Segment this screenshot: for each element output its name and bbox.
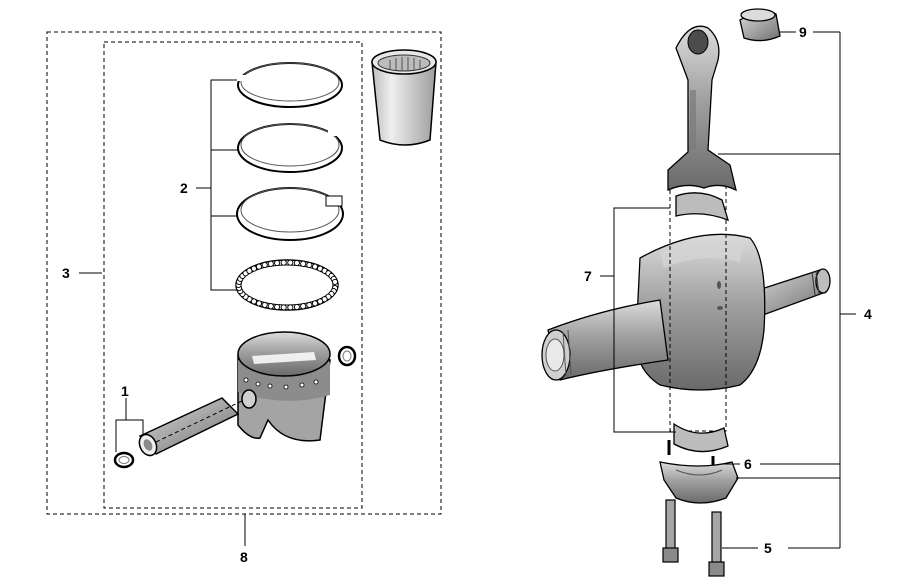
crankshaft (541, 184, 831, 432)
expander-bead (306, 261, 313, 269)
expander-bead (280, 259, 287, 266)
expander-bead (261, 261, 268, 269)
expander-bead (274, 303, 281, 311)
leader-lines-left (79, 79, 246, 546)
callout-6: 6 (744, 456, 752, 472)
callout-7: 7 (584, 268, 592, 284)
small-end-bush (739, 8, 781, 42)
cylinder-liner (371, 49, 437, 146)
expander-bead (311, 263, 319, 270)
expander-bead (331, 278, 339, 285)
expander-bead (317, 298, 324, 305)
expander-bead (287, 259, 294, 266)
expander-bead (255, 263, 263, 270)
rod-cap (659, 461, 739, 504)
callout-3: 3 (62, 265, 70, 281)
rod-bolt-left (662, 499, 679, 563)
piston-pin (138, 397, 245, 457)
callout-5: 5 (764, 540, 772, 556)
callout-2: 2 (180, 180, 188, 196)
expander-bead (306, 301, 313, 309)
callout-4: 4 (864, 306, 872, 322)
circlip-right (337, 345, 357, 367)
expander-bead (300, 303, 307, 310)
expander-bead (293, 303, 300, 311)
expander-bead (300, 260, 307, 267)
expander-bead (311, 300, 319, 307)
expander-bead (287, 304, 294, 311)
piston-ring-second (237, 123, 343, 173)
expander-bead (267, 260, 274, 267)
expander-bead (261, 301, 268, 309)
rod-bolt-right (708, 511, 725, 577)
expander-bead (250, 265, 257, 272)
piston (237, 331, 331, 442)
bearing-shell-lower (673, 422, 729, 453)
oil-ring-expander (235, 259, 339, 311)
expander-bead (267, 303, 274, 310)
callout-9: 9 (799, 24, 807, 40)
piston-ring-third (236, 187, 344, 241)
callout-8: 8 (240, 549, 248, 565)
connecting-rod (667, 25, 737, 192)
expander-bead (274, 259, 281, 267)
leader-lines-right (600, 31, 856, 549)
kit-inner-dashed-box (103, 41, 363, 509)
piston-ring-top (236, 62, 343, 108)
callout-1: 1 (121, 383, 129, 399)
kit-outer-dashed-box (46, 31, 442, 515)
circlip-left (113, 451, 135, 469)
expander-bead (255, 300, 263, 307)
expander-bead (293, 259, 300, 267)
expander-bead (280, 304, 287, 311)
bearing-shell-upper (675, 192, 730, 222)
